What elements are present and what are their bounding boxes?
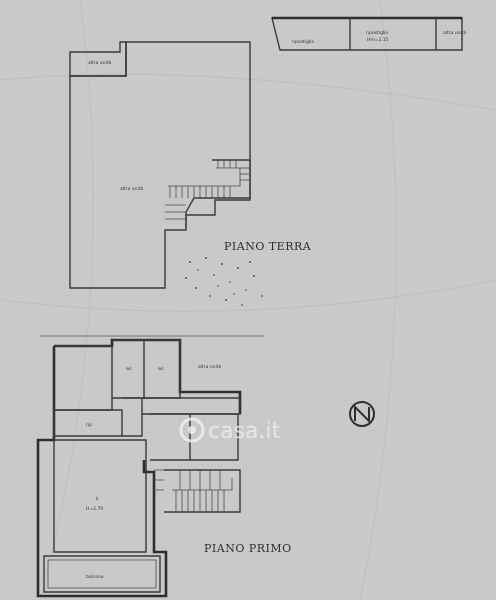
storage-2-label: ripostiglio — [366, 30, 388, 36]
wc-1-label: wc — [126, 367, 133, 372]
first-stair — [154, 469, 241, 513]
storage-other-unit-label: altra unità — [443, 29, 467, 36]
first-floor-plan: wc wc altra unità rip k H=2.70 balcone — [36, 335, 292, 598]
rip-label: rip — [86, 422, 92, 428]
storage-2-height: Hm=2.15 — [367, 37, 389, 43]
casa-logo-icon — [179, 417, 205, 443]
kitchen-label: k — [96, 496, 99, 502]
first-other-unit-label: altra unità — [198, 363, 222, 370]
ground-floor-title: PIANO TERRA — [224, 240, 312, 253]
north-arrow-icon: N — [349, 389, 375, 427]
north-label: N — [359, 389, 360, 390]
balcony-label: balcone — [86, 574, 104, 580]
first-floor-title: PIANO PRIMO — [204, 542, 292, 555]
watermark: casa.it — [179, 417, 281, 444]
ground-dots — [185, 257, 263, 306]
ground-stair — [165, 159, 251, 228]
ground-floor-plan: altra unità altra unità — [69, 41, 312, 306]
wc-2-label: wc — [158, 367, 165, 372]
ground-other-unit-big-label: altra unità — [120, 185, 144, 192]
watermark-text: casa.it — [208, 419, 281, 444]
ground-other-unit-top-label: altra unità — [88, 59, 112, 66]
storage-1-label: ripostiglio — [292, 39, 314, 45]
storage-strip: ripostiglio ripostiglio Hm=2.15 altra un… — [271, 16, 467, 51]
kitchen-height: H=2.70 — [86, 506, 103, 512]
